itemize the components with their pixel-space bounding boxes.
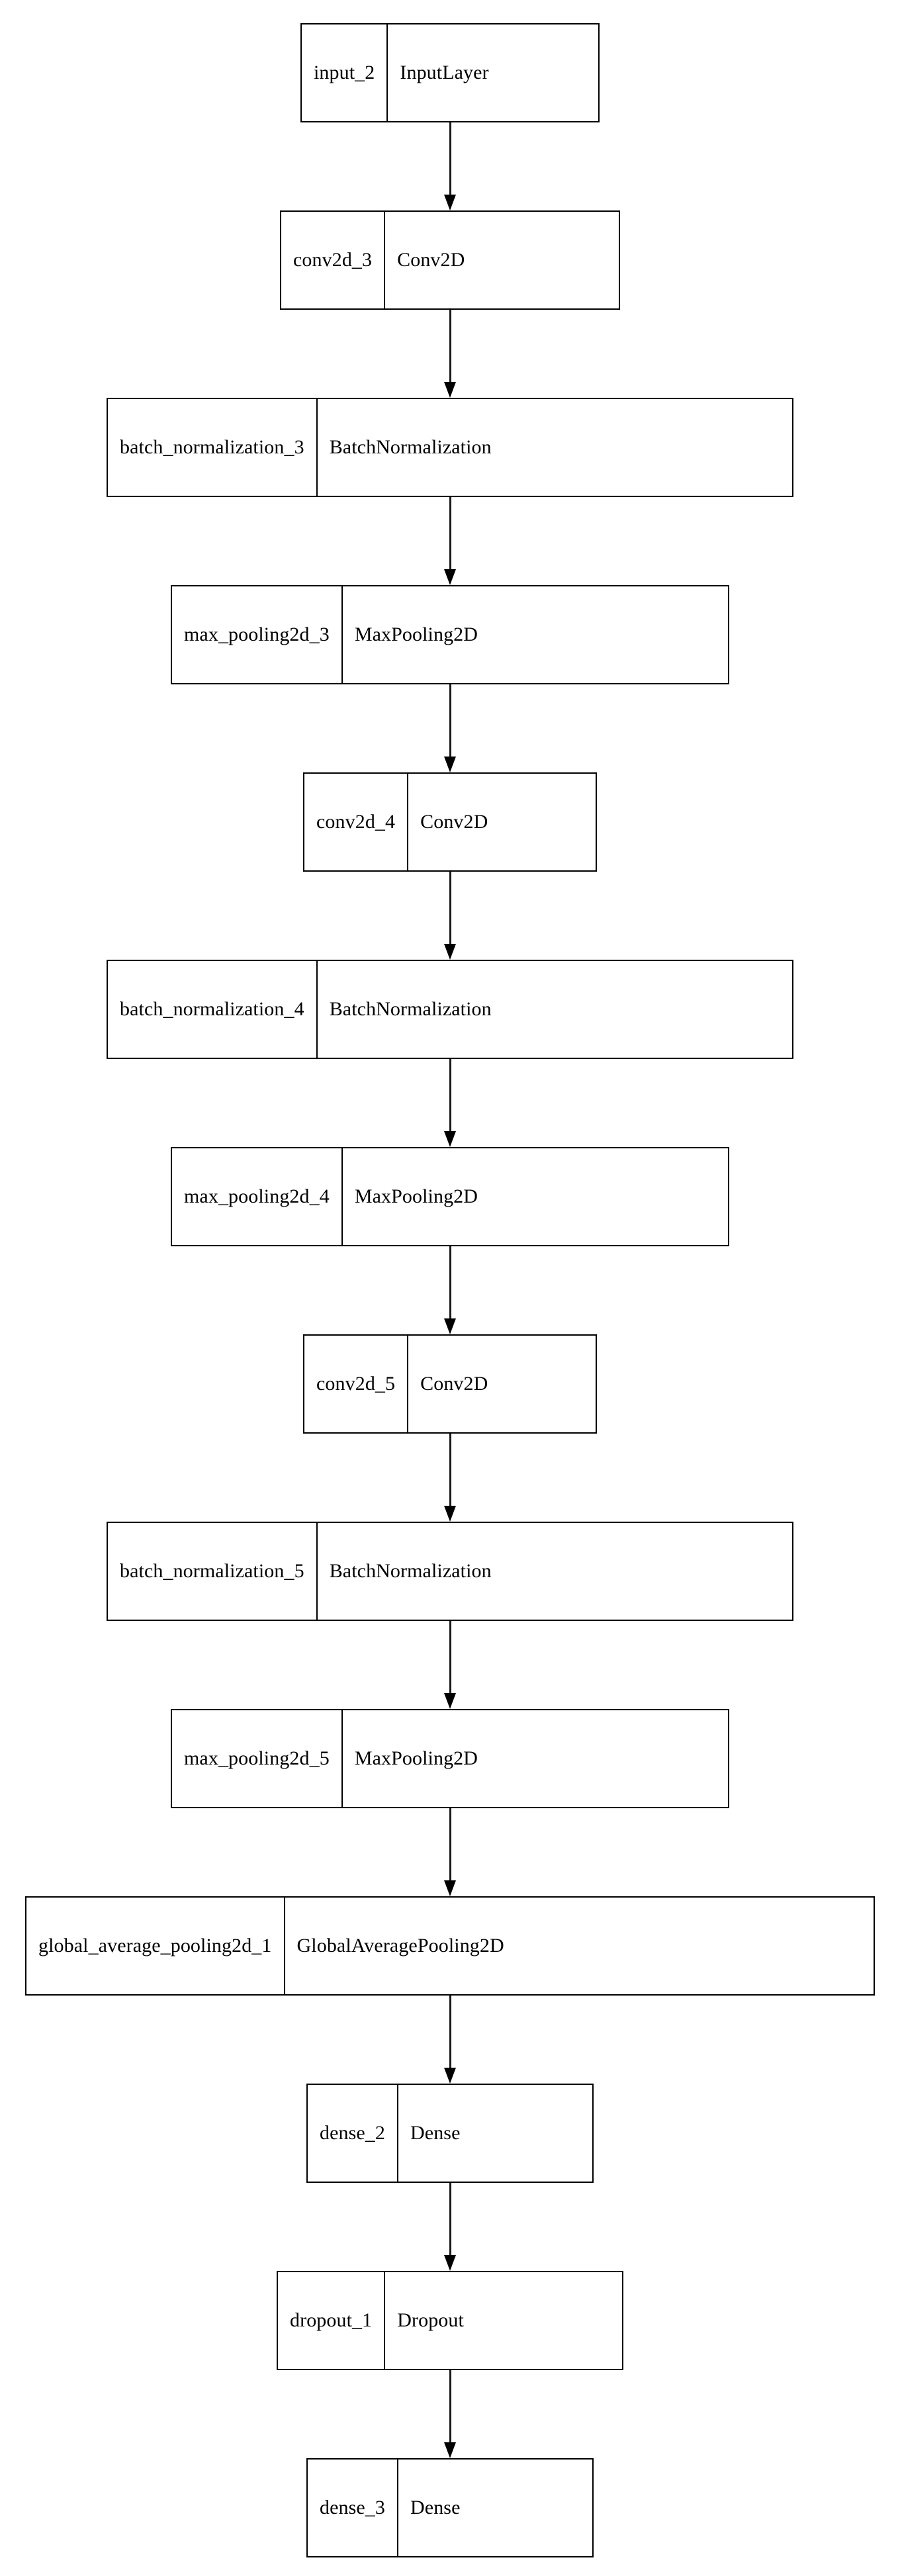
node-layer-type: Conv2D bbox=[420, 811, 488, 833]
node-layer-type: Conv2D bbox=[397, 249, 465, 271]
arrowhead-icon bbox=[444, 2442, 456, 2458]
node-layer-name: batch_normalization_5 bbox=[108, 1523, 318, 1620]
node-conv2d_5[interactable]: conv2d_5 Conv2D bbox=[303, 1334, 597, 1434]
node-layer-type: MaxPooling2D bbox=[354, 1185, 478, 1207]
node-layer-name: batch_normalization_3 bbox=[108, 399, 318, 496]
edge-line bbox=[449, 1434, 451, 1508]
arrowhead-icon bbox=[444, 569, 456, 585]
node-layer-type: Dropout bbox=[397, 2309, 464, 2331]
edge-global_average_pooling2d_1-to-dense_2 bbox=[442, 1996, 458, 2084]
node-layer-name: max_pooling2d_3 bbox=[172, 586, 343, 683]
arrowhead-icon bbox=[444, 944, 456, 960]
node-layer-type: Dense bbox=[410, 2497, 461, 2518]
node-layer-name: max_pooling2d_5 bbox=[172, 1710, 343, 1807]
edge-dropout_1-to-dense_3 bbox=[442, 2370, 458, 2458]
node-batch_normalization_4[interactable]: batch_normalization_4 BatchNormalization bbox=[107, 960, 793, 1059]
edge-line bbox=[449, 1059, 451, 1134]
node-layer-name: global_average_pooling2d_1 bbox=[26, 1898, 285, 1994]
arrowhead-icon bbox=[444, 757, 456, 772]
node-dense_2[interactable]: dense_2 Dense bbox=[306, 2084, 594, 2183]
node-layer-type: Dense bbox=[410, 2122, 461, 2144]
arrowhead-icon bbox=[444, 1880, 456, 1896]
node-layer-type: BatchNormalization bbox=[329, 1560, 492, 1582]
node-layer-name: dropout_1 bbox=[278, 2272, 386, 2369]
edge-line bbox=[449, 2370, 451, 2445]
node-layer-type: MaxPooling2D bbox=[354, 623, 478, 645]
node-layer-name: conv2d_5 bbox=[304, 1336, 409, 1432]
edge-batch_normalization_4-to-max_pooling2d_4 bbox=[442, 1059, 458, 1147]
edge-max_pooling2d_3-to-conv2d_4 bbox=[442, 684, 458, 772]
edge-line bbox=[449, 1996, 451, 2070]
node-layer-name: conv2d_3 bbox=[281, 212, 386, 308]
node-input_2[interactable]: input_2 InputLayer bbox=[300, 23, 600, 122]
node-layer-type: BatchNormalization bbox=[329, 436, 492, 458]
node-layer-type: MaxPooling2D bbox=[354, 1747, 478, 1769]
node-max_pooling2d_4[interactable]: max_pooling2d_4 MaxPooling2D bbox=[171, 1147, 729, 1246]
arrowhead-icon bbox=[444, 195, 456, 210]
arrowhead-icon bbox=[444, 382, 456, 398]
arrowhead-icon bbox=[444, 1318, 456, 1334]
edge-line bbox=[449, 684, 451, 759]
edge-max_pooling2d_4-to-conv2d_5 bbox=[442, 1246, 458, 1334]
node-global_average_pooling2d_1[interactable]: global_average_pooling2d_1 GlobalAverageP… bbox=[25, 1896, 875, 1996]
node-layer-name: dense_2 bbox=[308, 2085, 399, 2182]
edge-line bbox=[449, 497, 451, 572]
node-conv2d_3[interactable]: conv2d_3 Conv2D bbox=[280, 210, 620, 310]
edge-line bbox=[449, 1621, 451, 1696]
node-layer-type: GlobalAveragePooling2D bbox=[296, 1935, 504, 1956]
edge-conv2d_4-to-batch_normalization_4 bbox=[442, 872, 458, 960]
node-layer-name: input_2 bbox=[302, 24, 388, 121]
node-layer-name: dense_3 bbox=[308, 2460, 399, 2556]
node-conv2d_4[interactable]: conv2d_4 Conv2D bbox=[303, 772, 597, 872]
node-layer-type: Conv2D bbox=[420, 1373, 488, 1395]
edge-dense_2-to-dropout_1 bbox=[442, 2183, 458, 2271]
edge-line bbox=[449, 2183, 451, 2258]
node-max_pooling2d_5[interactable]: max_pooling2d_5 MaxPooling2D bbox=[171, 1709, 729, 1808]
node-layer-name: max_pooling2d_4 bbox=[172, 1148, 343, 1245]
edge-input_2-to-conv2d_3 bbox=[442, 122, 458, 210]
node-layer-name: conv2d_4 bbox=[304, 774, 409, 870]
node-layer-type: BatchNormalization bbox=[329, 998, 492, 1020]
arrowhead-icon bbox=[444, 1693, 456, 1709]
edge-batch_normalization_5-to-max_pooling2d_5 bbox=[442, 1621, 458, 1709]
edge-conv2d_3-to-batch_normalization_3 bbox=[442, 310, 458, 398]
node-dropout_1[interactable]: dropout_1 Dropout bbox=[277, 2271, 623, 2370]
node-batch_normalization_5[interactable]: batch_normalization_5 BatchNormalization bbox=[107, 1522, 793, 1621]
node-batch_normalization_3[interactable]: batch_normalization_3 BatchNormalization bbox=[107, 398, 793, 497]
edge-line bbox=[449, 1808, 451, 1883]
edge-line bbox=[449, 310, 451, 385]
edge-max_pooling2d_5-to-global_average_pooling2d_1 bbox=[442, 1808, 458, 1896]
arrowhead-icon bbox=[444, 2068, 456, 2084]
edge-line bbox=[449, 872, 451, 946]
node-dense_3[interactable]: dense_3 Dense bbox=[306, 2458, 594, 2557]
node-layer-name: batch_normalization_4 bbox=[108, 961, 318, 1058]
edge-line bbox=[449, 122, 451, 197]
arrowhead-icon bbox=[444, 1131, 456, 1147]
node-max_pooling2d_3[interactable]: max_pooling2d_3 MaxPooling2D bbox=[171, 585, 729, 684]
edge-conv2d_5-to-batch_normalization_5 bbox=[442, 1434, 458, 1522]
edge-batch_normalization_3-to-max_pooling2d_3 bbox=[442, 497, 458, 585]
node-layer-type: InputLayer bbox=[400, 62, 489, 83]
arrowhead-icon bbox=[444, 1506, 456, 1522]
edge-line bbox=[449, 1246, 451, 1321]
arrowhead-icon bbox=[444, 2255, 456, 2271]
